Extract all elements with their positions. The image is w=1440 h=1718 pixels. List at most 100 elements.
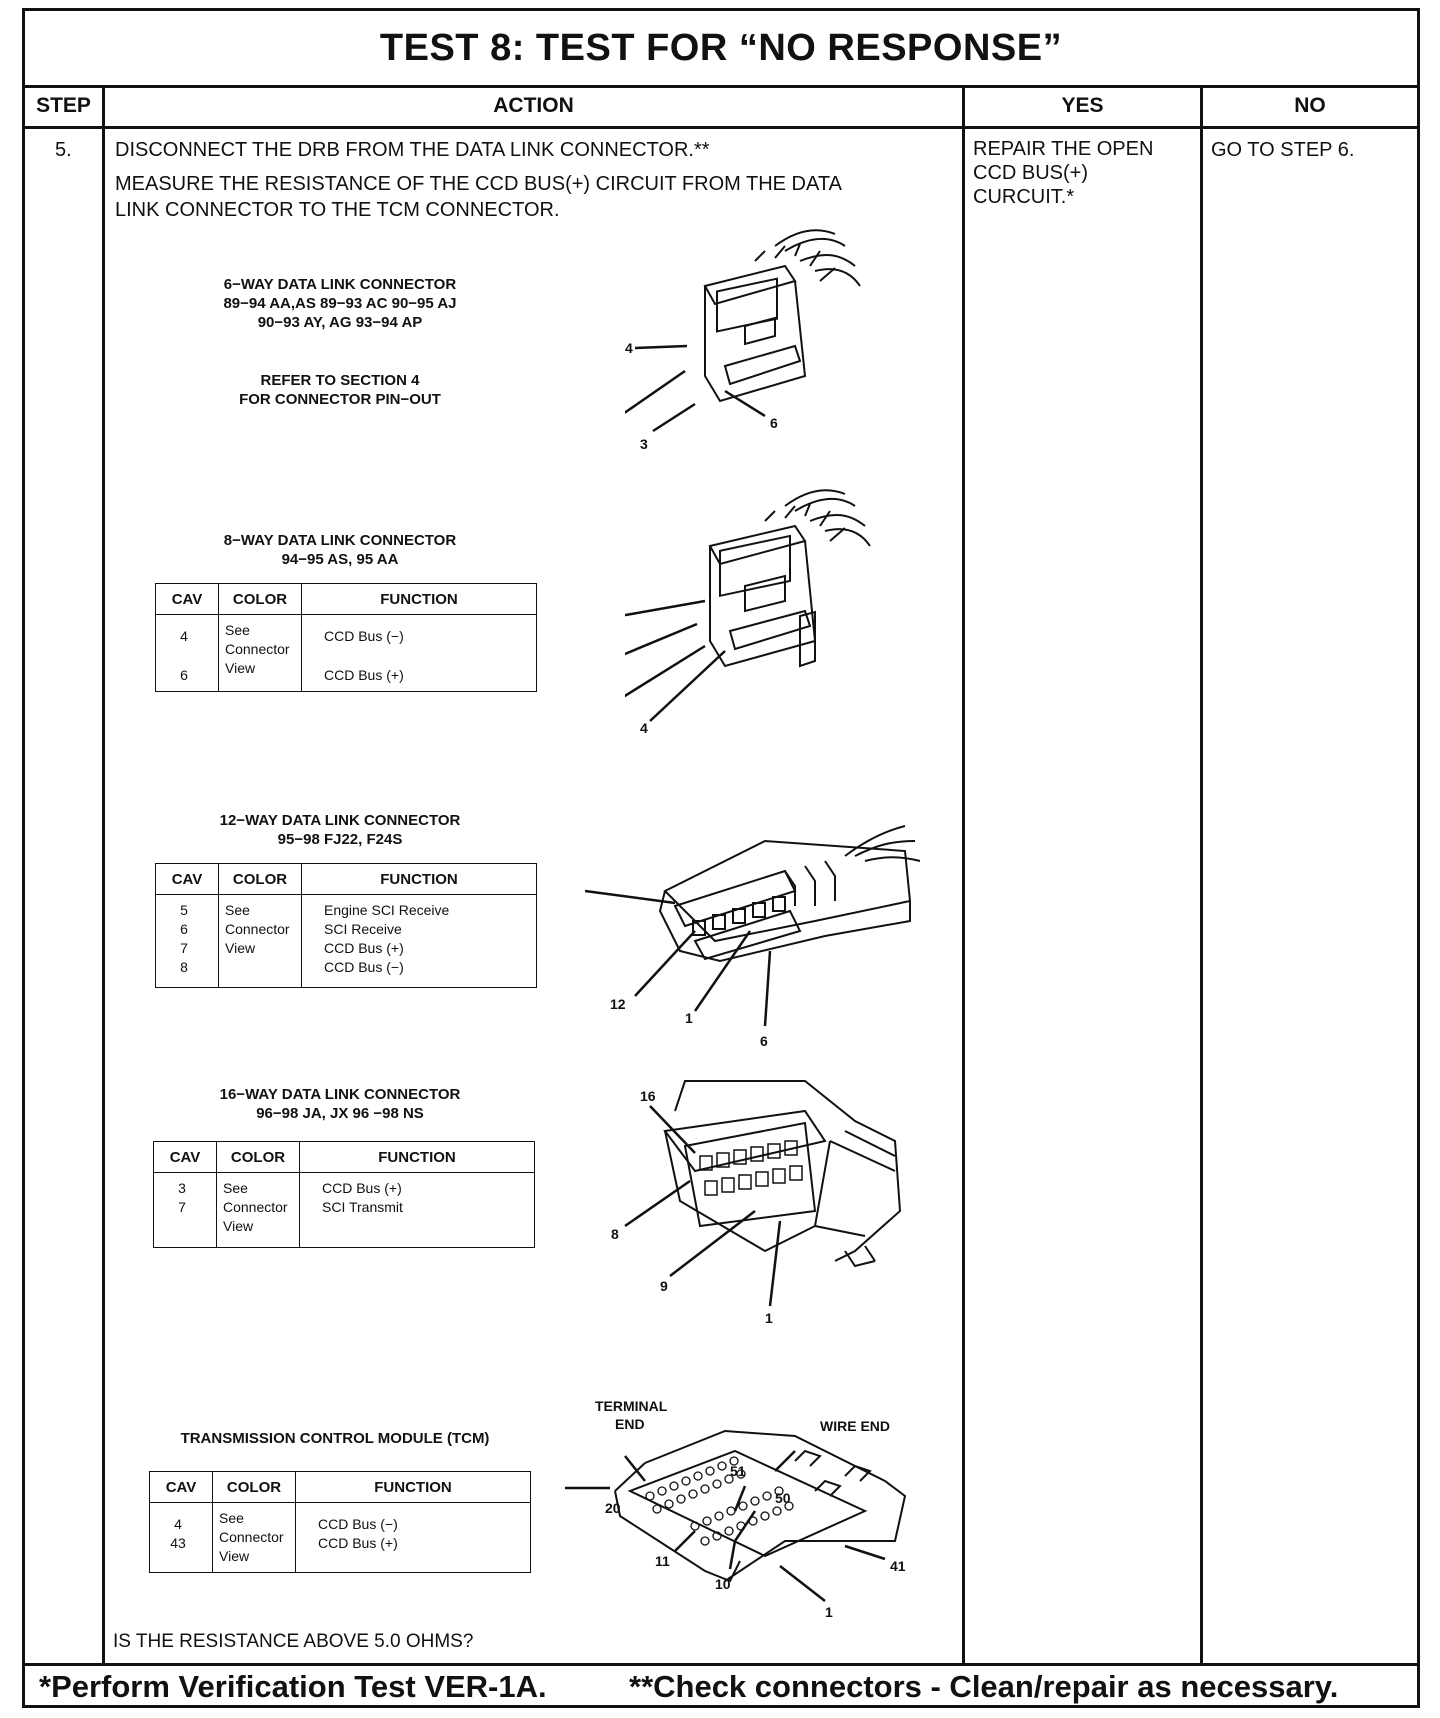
terminal-end-label: END	[615, 1416, 645, 1432]
pin-label: 9	[660, 1278, 668, 1294]
tcm-pinout-table: CAV COLOR FUNCTION 4 43 See Connector Vi…	[149, 1471, 531, 1573]
function-value: CCD Bus (+)	[318, 1535, 398, 1551]
pin-label: 50	[775, 1490, 791, 1506]
column-divider	[962, 85, 965, 1663]
pin-label: 4	[625, 340, 633, 356]
column-header: COLOR	[218, 583, 302, 615]
color-value: View	[225, 660, 256, 676]
cav-value: 8	[180, 959, 188, 975]
function-value: SCI Transmit	[322, 1199, 403, 1215]
header-no: NO	[1203, 85, 1417, 129]
eight-way-connector-diagram: 5 1 8 4	[625, 489, 871, 736]
page-title: TEST 8: TEST FOR “NO RESPONSE”	[25, 11, 1417, 88]
column-header: FUNCTION	[295, 1471, 531, 1503]
action-line: MEASURE THE RESISTANCE OF THE CCD BUS(+)…	[115, 173, 842, 195]
tcm-connector-diagram: TERMINAL END WIRE END 51 50 20 11 10 41 …	[565, 1398, 907, 1620]
cav-value: 3	[178, 1180, 186, 1196]
function-value: SCI Receive	[324, 921, 402, 937]
tcm-connector-label: TRANSMISSION CONTROL MODULE (TCM)	[180, 1430, 490, 1447]
twelve-way-connector-label: 12−WAY DATA LINK CONNECTOR 95−98 FJ22, F…	[219, 812, 461, 848]
color-value: See	[225, 902, 250, 918]
pin-label: 8	[611, 1226, 619, 1242]
pin-label: 51	[730, 1463, 746, 1479]
action-instructions: DISCONNECT THE DRB FROM THE DATA LINK CO…	[115, 137, 945, 223]
color-value: See	[225, 622, 250, 638]
six-way-connector-label: 6−WAY DATA LINK CONNECTOR 89−94 AA,AS 89…	[223, 276, 457, 331]
eight-way-connector-label: 8−WAY DATA LINK CONNECTOR 94−95 AS, 95 A…	[223, 532, 457, 568]
pin-label: 10	[715, 1576, 731, 1592]
test-procedure-table: TEST 8: TEST FOR “NO RESPONSE” STEP ACTI…	[22, 8, 1420, 1708]
pin-label: 3	[640, 436, 648, 452]
pin-label: 41	[890, 1558, 906, 1574]
yes-line: CURCUIT.*	[973, 186, 1075, 208]
cav-value: 5	[180, 902, 188, 918]
footer-note-left: *Perform Verification Test VER-1A.	[39, 1669, 547, 1704]
pin-label: 12	[610, 996, 626, 1012]
pin-label: 11	[655, 1553, 670, 1569]
pin-label: 4	[640, 720, 648, 736]
color-value: Connector	[223, 1199, 288, 1215]
sixteen-way-connector-diagram: 16 8 9 1	[611, 1080, 902, 1326]
cav-value: 4	[174, 1516, 182, 1532]
color-value: Connector	[225, 641, 290, 657]
cav-value: 6	[180, 921, 188, 937]
question-text: IS THE RESISTANCE ABOVE 5.0 OHMS?	[113, 1631, 474, 1652]
six-way-connector-diagram: 4 1 3 6	[625, 229, 861, 452]
eight-way-pinout-table: CAV COLOR FUNCTION 4 6 See Connector Vie…	[155, 583, 537, 692]
function-value: CCD Bus (−)	[318, 1516, 398, 1532]
color-value: Connector	[225, 921, 290, 937]
twelve-way-connector-diagram: 5 12 1 6	[585, 825, 921, 1049]
header-step: STEP	[25, 85, 102, 129]
function-value: CCD Bus (−)	[324, 959, 404, 975]
pin-leader	[652, 402, 696, 433]
yes-result: REPAIR THE OPEN CCD BUS(+) CURCUIT.*	[973, 137, 1193, 209]
pin-label: 1	[685, 1010, 693, 1026]
function-value: CCD Bus (+)	[324, 940, 404, 956]
column-header: CAV	[153, 1141, 217, 1173]
cav-value: 6	[180, 667, 188, 683]
function-value: CCD Bus (+)	[322, 1180, 402, 1196]
pin-label: 20	[605, 1500, 621, 1516]
footer: *Perform Verification Test VER-1A. **Che…	[25, 1663, 1417, 1708]
pin-leader	[724, 389, 766, 418]
function-value: CCD Bus (−)	[324, 628, 404, 644]
step-number: 5.	[55, 139, 72, 161]
action-line: LINK CONNECTOR TO THE TCM CONNECTOR.	[115, 199, 560, 221]
pin-label: 6	[760, 1033, 768, 1049]
twelve-way-pinout-table: CAV COLOR FUNCTION 5 6 7 8 See Connector…	[155, 863, 537, 988]
color-value: View	[223, 1218, 254, 1234]
pin-label: 6	[770, 415, 778, 431]
column-header: CAV	[149, 1471, 213, 1503]
yes-line: REPAIR THE OPEN	[973, 138, 1154, 160]
action-line: DISCONNECT THE DRB FROM THE DATA LINK CO…	[115, 139, 710, 161]
column-header: COLOR	[216, 1141, 300, 1173]
column-header: FUNCTION	[301, 863, 537, 895]
header-action: ACTION	[105, 85, 962, 129]
pin-label: 16	[640, 1088, 656, 1104]
color-value: View	[219, 1548, 250, 1564]
column-header: FUNCTION	[299, 1141, 535, 1173]
cav-value: 7	[180, 940, 188, 956]
yes-line: CCD BUS(+)	[973, 162, 1089, 184]
color-value: Connector	[219, 1529, 284, 1545]
pin-leader	[634, 344, 688, 350]
color-value: View	[225, 940, 256, 956]
color-value: See	[219, 1510, 244, 1526]
cav-value: 4	[180, 628, 188, 644]
pin-label: 1	[825, 1604, 833, 1620]
column-header: COLOR	[218, 863, 302, 895]
function-value: CCD Bus (+)	[324, 667, 404, 683]
cav-value: 7	[178, 1199, 186, 1215]
no-result: GO TO STEP 6.	[1211, 139, 1355, 161]
pin-leader	[625, 369, 686, 415]
terminal-end-label: TERMINAL	[595, 1398, 668, 1414]
column-divider	[102, 85, 105, 1663]
column-header: FUNCTION	[301, 583, 537, 615]
six-way-refer-note: REFER TO SECTION 4 FOR CONNECTOR PIN−OUT	[239, 372, 441, 408]
column-header: CAV	[155, 583, 219, 615]
cav-value: 43	[170, 1535, 186, 1551]
column-header: CAV	[155, 863, 219, 895]
footer-note-right: **Check connectors - Clean/repair as nec…	[629, 1669, 1339, 1704]
pin-label: 1	[765, 1310, 773, 1326]
sixteen-way-connector-label: 16−WAY DATA LINK CONNECTOR 96−98 JA, JX …	[219, 1086, 461, 1122]
